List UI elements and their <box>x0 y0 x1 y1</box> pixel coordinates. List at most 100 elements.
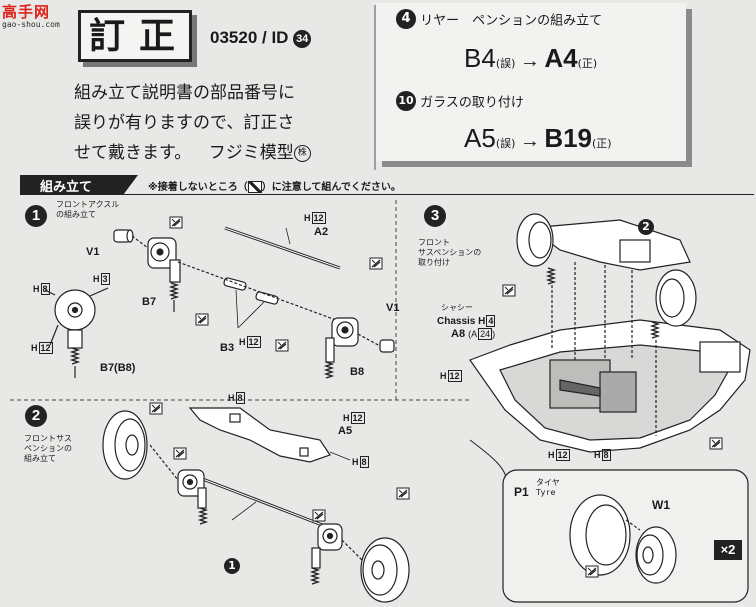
site-logo-url: gao-shou.com <box>2 20 60 29</box>
errata-wrong-2: A5 <box>464 123 496 153</box>
step-1-badge: 1 <box>25 205 47 227</box>
step1-drawing <box>44 226 395 379</box>
assembly-title-tab: 組み立て <box>20 175 138 194</box>
step3-title-line-1: フロント <box>418 238 450 247</box>
errata-wrong-tag-2: (誤) <box>495 137 516 150</box>
label-b7-b8: B7(B8) <box>100 362 136 374</box>
correction-line-3-text: せて戴きます。 <box>74 143 192 163</box>
step-2-badge: 2 <box>25 405 47 427</box>
label-h8-detail-letter: H <box>33 284 40 294</box>
label-a2: A2 <box>314 226 329 238</box>
label-p1: P1 <box>514 485 529 499</box>
errata-step-title-1: リヤー ペンションの組み立て <box>420 13 603 29</box>
label-b3: B3 <box>220 342 235 354</box>
label-h12-bottom-num: 12 <box>555 449 570 461</box>
correction-line-3: せて戴きます。 フジミ模型株 <box>74 138 364 168</box>
label-h12-a5-letter: H <box>343 413 350 423</box>
label-h8-arm-letter: H <box>228 393 235 403</box>
label-b7: B7 <box>142 296 157 308</box>
label-chassis-en-text: Chassis <box>437 316 476 327</box>
label-h12-b3-num: 12 <box>246 336 261 348</box>
assembly-note: ※接着しないところ（ ）に注意して組んでください。 <box>148 178 401 193</box>
label-h8-right-num: 8 <box>359 456 369 468</box>
label-a8-text: A8 <box>451 328 466 340</box>
errata-arrow-2: → <box>519 130 540 152</box>
errata-item-1-fix: B4(誤) → A4(正) <box>464 43 597 74</box>
errata-item-1-title: 4 リヤー ペンションの組み立て <box>396 9 602 29</box>
correction-title-char-2: 正 <box>139 15 176 57</box>
label-h3-letter: H <box>93 274 100 284</box>
label-h12-chassis-num: 12 <box>447 370 462 382</box>
correction-title-char-1: 訂 <box>89 15 126 57</box>
step-3-badge: 3 <box>424 205 446 227</box>
label-v1-right: V1 <box>386 302 400 314</box>
label-h4-num: 4 <box>486 315 496 327</box>
tyre-label-en: Tyre <box>536 488 557 497</box>
step1-title-line-1: フロントアクスル <box>56 200 120 209</box>
step2-title-line-1: フロントサス <box>24 434 72 443</box>
correction-line-2: 誤りが有りますので、訂正さ <box>74 113 295 133</box>
label-h3-num: 3 <box>100 273 110 285</box>
step2-title-line-3: 組み立て <box>24 454 56 463</box>
tyre-label: タイヤ Tyre <box>536 478 560 498</box>
label-h12-a2-letter: H <box>304 213 311 223</box>
errata-step-badge-1: 4 <box>396 9 416 29</box>
label-h8-bottom-num: 8 <box>601 449 611 461</box>
correction-title-frame: 訂 正 <box>78 10 192 62</box>
part-2-marker: 2 <box>638 219 654 235</box>
errata-arrow-1: → <box>519 50 540 72</box>
step3-title: フロント サスペンションの 取り付け <box>418 238 481 268</box>
label-chassis-jp: シャシー <box>441 303 473 312</box>
tyre-label-jp: タイヤ <box>536 478 560 487</box>
assembly-note-before: ※接着しないところ（ <box>148 182 248 193</box>
tire-detail-drawing <box>569 494 677 584</box>
label-b8: B8 <box>350 366 365 378</box>
step2-drawing <box>102 407 410 603</box>
assembly-note-after: ）に注意して組んでください。 <box>261 182 401 193</box>
step2-title-line-2: ペンションの <box>24 444 72 453</box>
label-h12-chassis-letter: H <box>440 371 447 381</box>
assembly-title: 組み立て <box>40 180 93 195</box>
label-a5: A5 <box>338 425 353 437</box>
label-v1-left: V1 <box>86 246 100 258</box>
site-logo: 高手网 gao-shou.com <box>2 1 60 29</box>
signature: フジミ模型 <box>208 143 294 163</box>
signature-mark: 株 <box>293 144 311 162</box>
label-h8-detail-num: 8 <box>40 283 50 295</box>
label-h8-bottom-letter: H <box>594 450 601 460</box>
label-h12-bottom-letter: H <box>548 450 555 460</box>
errata-right-2: B19 <box>544 123 593 153</box>
step1-title-line-2: の組み立て <box>56 210 96 219</box>
errata-panel: 4 リヤー ペンションの組み立て B4(誤) → A4(正) 10 ガラスの取り… <box>376 3 686 161</box>
label-h4-letter: H <box>478 316 486 327</box>
errata-right-tag-2: (正) <box>592 137 612 150</box>
quantity-badge: ×2 <box>714 540 742 560</box>
step3-drawing <box>469 213 751 453</box>
part-1-marker: 1 <box>224 558 240 574</box>
label-h8-arm-num: 8 <box>235 392 245 404</box>
errata-wrong-tag-1: (誤) <box>495 57 516 70</box>
errata-item-2-fix: A5(誤) → B19(正) <box>464 123 612 154</box>
label-h12-a5-num: 12 <box>350 412 365 424</box>
label-a24-letter: A <box>471 329 478 339</box>
label-h8-right-letter: H <box>352 457 359 467</box>
label-w1: W1 <box>652 498 670 512</box>
label-h12-b3-letter: H <box>239 337 246 347</box>
label-h12-detail-letter: H <box>31 343 38 353</box>
errata-right-1: A4 <box>544 43 578 73</box>
errata-step-title-2: ガラスの取り付け <box>420 95 524 111</box>
product-number-badge: 34 <box>293 29 312 48</box>
